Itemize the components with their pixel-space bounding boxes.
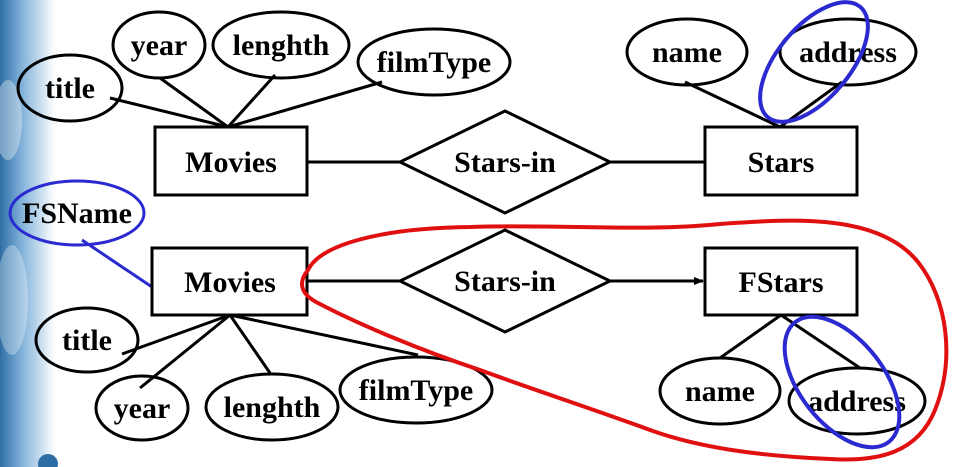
svg-text:title: title (62, 324, 112, 357)
highlight-address-circle (758, 0, 870, 124)
svg-text:Movies: Movies (184, 266, 276, 299)
svg-text:Stars-in: Stars-in (454, 265, 556, 298)
attr-link-length (226, 73, 277, 129)
attribute-title: title (34, 306, 140, 374)
attribute-address: address (787, 366, 927, 436)
relationship-stars-in: Stars-in (396, 109, 614, 215)
attribute-year: year (111, 10, 207, 80)
svg-text:filmType: filmType (359, 374, 473, 407)
attr-link-filmtype (229, 313, 419, 357)
highlight-address-circle (782, 314, 902, 450)
svg-text:name: name (685, 375, 755, 408)
svg-text:address: address (808, 385, 906, 418)
svg-text:year: year (114, 392, 171, 425)
entity-stars: Stars (703, 125, 859, 197)
svg-text:name: name (652, 36, 722, 69)
attr-link-length (228, 314, 272, 374)
attribute-name: name (658, 356, 782, 426)
svg-text:Stars-in: Stars-in (454, 146, 556, 179)
entity-movies: Movies (153, 125, 309, 197)
svg-text:FSName: FSName (22, 197, 132, 230)
attribute-filmtype: filmType (356, 27, 512, 97)
attr-link-name (719, 313, 782, 360)
band-swirl (0, 245, 28, 355)
svg-text:address: address (799, 36, 897, 69)
highlight-red-loop (300, 218, 949, 462)
entity-fstars: FStars (703, 246, 859, 317)
attribute-year: year (94, 374, 190, 442)
svg-text:lenghth: lenghth (233, 29, 330, 62)
svg-text:year: year (131, 29, 188, 62)
attribute-length: lenghth (211, 10, 351, 80)
attribute-filmtype: filmType (338, 355, 494, 425)
svg-text:FStars: FStars (739, 266, 824, 299)
svg-text:Stars: Stars (748, 146, 815, 179)
attribute-fsname: FSName (8, 179, 146, 247)
attribute-name: name (625, 17, 749, 87)
svg-text:lenghth: lenghth (224, 391, 321, 424)
attribute-title: title (16, 53, 124, 123)
attr-link-year (159, 76, 229, 129)
svg-text:Movies: Movies (185, 146, 277, 179)
attr-link-title (109, 96, 229, 129)
attr-link-title (121, 313, 231, 356)
relationship-stars-in: Stars-in (396, 228, 614, 334)
attribute-length: lenghth (204, 372, 340, 442)
svg-text:filmType: filmType (377, 46, 491, 79)
bottom-diagram: FSName title year lenghth filmType name … (8, 179, 949, 462)
top-diagram: title year lenghth filmType name address… (16, 0, 918, 215)
attr-link-fsname (81, 238, 153, 289)
svg-text:title: title (45, 72, 95, 105)
left-decorative-band (0, 0, 60, 467)
corner-bullet (38, 454, 58, 467)
entity-movies: Movies (150, 246, 309, 317)
attribute-address: address (778, 17, 918, 87)
attr-link-filmtype (227, 80, 383, 129)
attr-link-name (684, 80, 781, 129)
band-swirl (0, 80, 22, 160)
